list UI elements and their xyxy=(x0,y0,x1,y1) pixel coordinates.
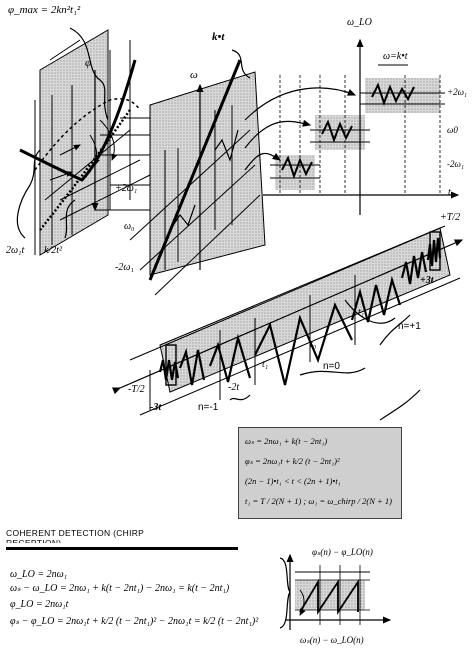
heading-rule xyxy=(6,547,238,550)
equation-brace xyxy=(279,557,291,629)
n-plus1-label: n=+1 xyxy=(398,321,421,332)
t1-left-label: t₁ xyxy=(262,359,269,370)
heading-line-1: COHERENT DETECTION (CHIRP xyxy=(6,528,145,538)
omega-lo-axis-label: ω_LO xyxy=(347,17,372,28)
omega0-label: ω₀ xyxy=(124,221,135,232)
minus-T2-label: -T/2 xyxy=(128,384,145,395)
kt-label: k•t xyxy=(212,31,225,43)
chirp-band xyxy=(111,225,464,421)
phase-max-formula: φ_max = 2kn²t₁² xyxy=(8,4,81,16)
label-2w1t: 2ω₁t xyxy=(6,245,25,256)
plot-bottom-label: ωₛ(n) − ω_LO(n) xyxy=(300,635,364,645)
heading-line-2: RECEPTION) xyxy=(6,538,62,543)
omega-eq-kt-label: ω=k•t xyxy=(383,51,408,62)
label-k2t2: k/2t² xyxy=(44,245,62,256)
minus-2w1-label: -2ω₁ xyxy=(115,262,134,273)
formula-line-4: t₁ = T / 2(N + 1) ; ω₁ = ω_chirp / 2(N +… xyxy=(245,496,392,506)
frequency-panel xyxy=(129,49,266,296)
omega-axis-label: ω xyxy=(190,69,198,81)
t1-right-label: t₁ xyxy=(358,307,365,318)
n-minus1-label: n=-1 xyxy=(198,402,219,413)
lo-plus-2w1-label: +2ω₁ xyxy=(447,87,468,97)
difference-plot xyxy=(285,553,392,630)
equation-1: ω_LO = 2nω₁ xyxy=(10,569,68,580)
equation-3: φ_LO = 2nω₁t xyxy=(10,599,69,610)
plus-T2-label: +T/2 xyxy=(440,212,461,223)
t0-label: t₀ xyxy=(310,339,317,350)
phase-panel xyxy=(16,27,151,256)
lo-panel xyxy=(244,38,460,215)
formula-box: ωₛ = 2nω₁ + k(t − 2nt₁) φₛ = 2nω₁t + k/2… xyxy=(238,427,402,519)
formula-line-1: ωₛ = 2nω₁ + k(t − 2nt₁) xyxy=(245,436,328,446)
equation-2: ωₛ − ω_LO = 2nω₁ + k(t − 2nt₁) − 2nω₁ = … xyxy=(10,583,230,594)
lo-omega0-label: ω0 xyxy=(447,125,458,135)
coherent-detection-heading: COHERENT DETECTION (CHIRP RECEPTION) xyxy=(6,528,144,543)
phi-axis-label: φ xyxy=(85,57,92,69)
minus-2t-label: -2t xyxy=(228,382,240,393)
plus-2w1-label: +2ω₁ xyxy=(115,183,138,194)
minus-3t-label: -3t xyxy=(150,402,162,413)
formula-line-3: (2n − 1)•t₁ < t < (2n + 1)•t₁ xyxy=(245,476,341,486)
lo-minus-2w1-label: -2ω₁ xyxy=(447,159,464,169)
plot-top-label: φₛ(n) − φ_LO(n) xyxy=(312,547,373,557)
n-zero-label: n=0 xyxy=(323,361,340,372)
equation-4: φₛ − φ_LO = 2nω₁t + k/2 (t − 2nt₁)² − 2n… xyxy=(10,616,259,627)
plus-3t-label: +3t xyxy=(420,275,434,286)
t-axis-label: t xyxy=(448,187,451,198)
formula-line-2: φₛ = 2nω₁t + k/2 (t − 2nt₁)² xyxy=(245,456,340,466)
